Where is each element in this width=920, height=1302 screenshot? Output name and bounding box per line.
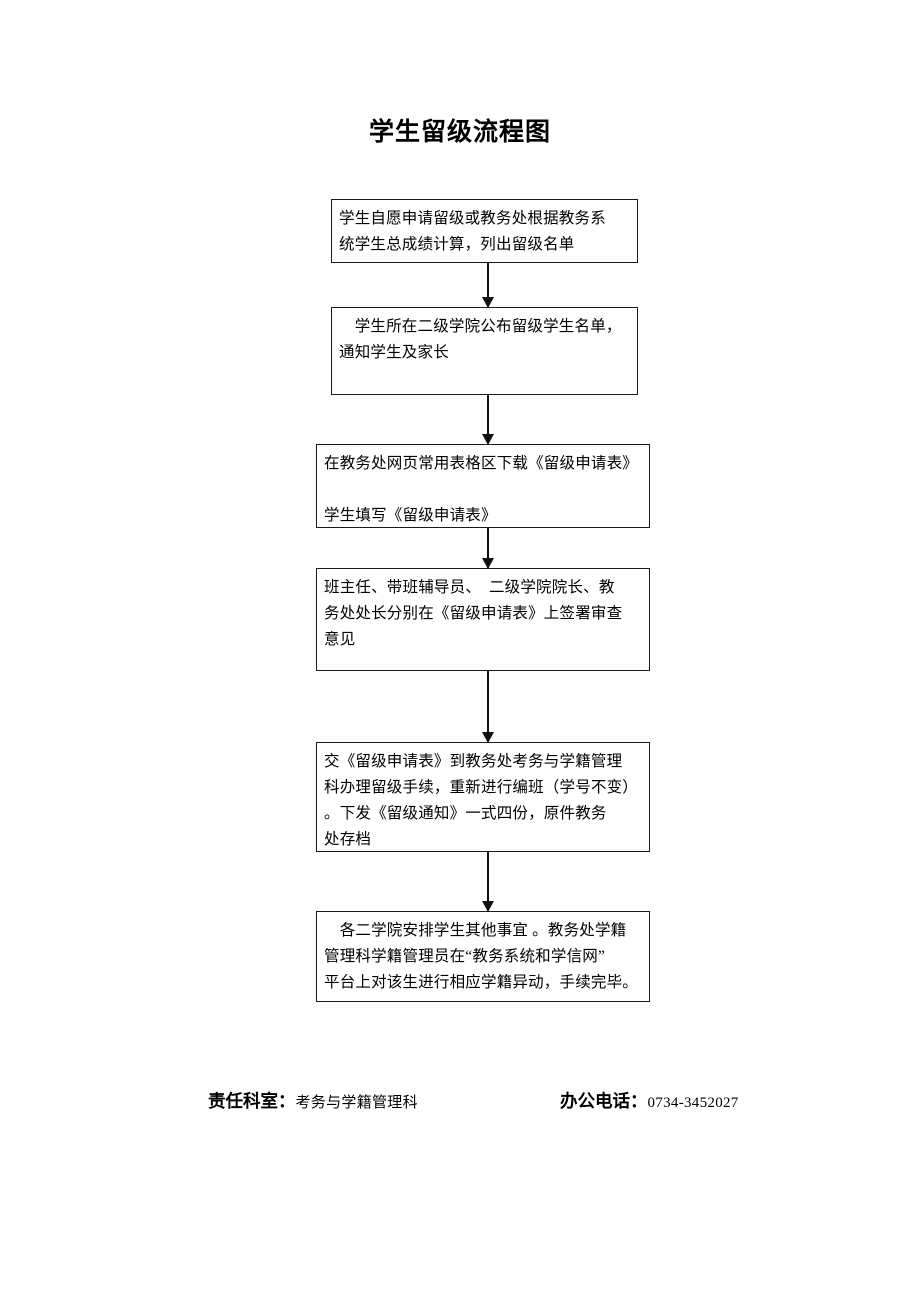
footer: 责任科室：考务与学籍管理科 办公电话：0734-3452027 bbox=[0, 1086, 920, 1116]
flow-node-line: 管理科学籍管理员在“教务系统和学信网” bbox=[324, 948, 606, 965]
arrow-5-to-6 bbox=[482, 852, 494, 912]
flow-node-line: 。下发《留级通知》一式四份，原件教务 bbox=[324, 805, 607, 822]
flow-node-line: 学生所在二级学院公布留级学生名单， bbox=[339, 318, 622, 335]
flow-node-signatures-review: 班主任、带班辅导员、 二级学院院长、教 务处处长分别在《留级申请表》上签署审查 … bbox=[316, 568, 650, 671]
flow-node-line: 学生填写《留级申请表》 bbox=[324, 507, 497, 524]
flow-node-submit-form-reassign-class: 交《留级申请表》到教务处考务与学籍管理 科办理留级手续，重新进行编班（学号不变）… bbox=[316, 742, 650, 852]
flow-node-line: 处存档 bbox=[324, 831, 372, 848]
flow-node-line: 意见 bbox=[324, 631, 356, 648]
flow-node-line: 交《留级申请表》到教务处考务与学籍管理 bbox=[324, 753, 623, 770]
flow-node-line: 学生自愿申请留级或教务处根据教务系 bbox=[339, 210, 606, 227]
flow-node-status-change-completion: 各二学院安排学生其他事宜 。教务处学籍 管理科学籍管理员在“教务系统和学信网” … bbox=[316, 911, 650, 1002]
responsible-department-value: 考务与学籍管理科 bbox=[295, 1095, 418, 1111]
arrow-2-to-3 bbox=[482, 395, 494, 445]
responsible-department-label: 责任科室： bbox=[208, 1091, 296, 1111]
page-title: 学生留级流程图 bbox=[368, 119, 551, 146]
flow-node-line: 班主任、带班辅导员、 二级学院院长、教 bbox=[324, 579, 615, 596]
office-phone: 办公电话：0734-3452027 bbox=[560, 1086, 739, 1118]
flow-node-line-spacer bbox=[324, 477, 642, 503]
flow-node-line: 在教务处网页常用表格区下载《留级申请表》 bbox=[324, 455, 639, 472]
flow-node-line: 平台上对该生进行相应学籍异动，手续完毕。 bbox=[324, 974, 639, 991]
flow-node-download-and-fill-form: 在教务处网页常用表格区下载《留级申请表》 学生填写《留级申请表》 bbox=[316, 444, 650, 528]
arrow-1-to-2 bbox=[482, 263, 494, 308]
flow-node-college-publish-list: 学生所在二级学院公布留级学生名单， 通知学生及家长 bbox=[331, 307, 638, 395]
flow-node-line: 务处处长分别在《留级申请表》上签署审查 bbox=[324, 605, 623, 622]
flow-node-apply-or-list: 学生自愿申请留级或教务处根据教务系 统学生总成绩计算，列出留级名单 bbox=[331, 199, 638, 263]
arrow-3-to-4 bbox=[482, 528, 494, 569]
flow-node-line: 各二学院安排学生其他事宜 。教务处学籍 bbox=[324, 922, 627, 939]
arrow-4-to-5 bbox=[482, 671, 494, 743]
flow-node-line: 科办理留级手续，重新进行编班（学号不变） bbox=[324, 779, 639, 796]
office-phone-value: 0734-3452027 bbox=[647, 1095, 739, 1111]
flow-node-line: 统学生总成绩计算，列出留级名单 bbox=[339, 236, 575, 253]
responsible-department: 责任科室：考务与学籍管理科 bbox=[208, 1086, 418, 1118]
office-phone-label: 办公电话： bbox=[560, 1091, 648, 1111]
flow-node-line: 通知学生及家长 bbox=[339, 344, 449, 361]
